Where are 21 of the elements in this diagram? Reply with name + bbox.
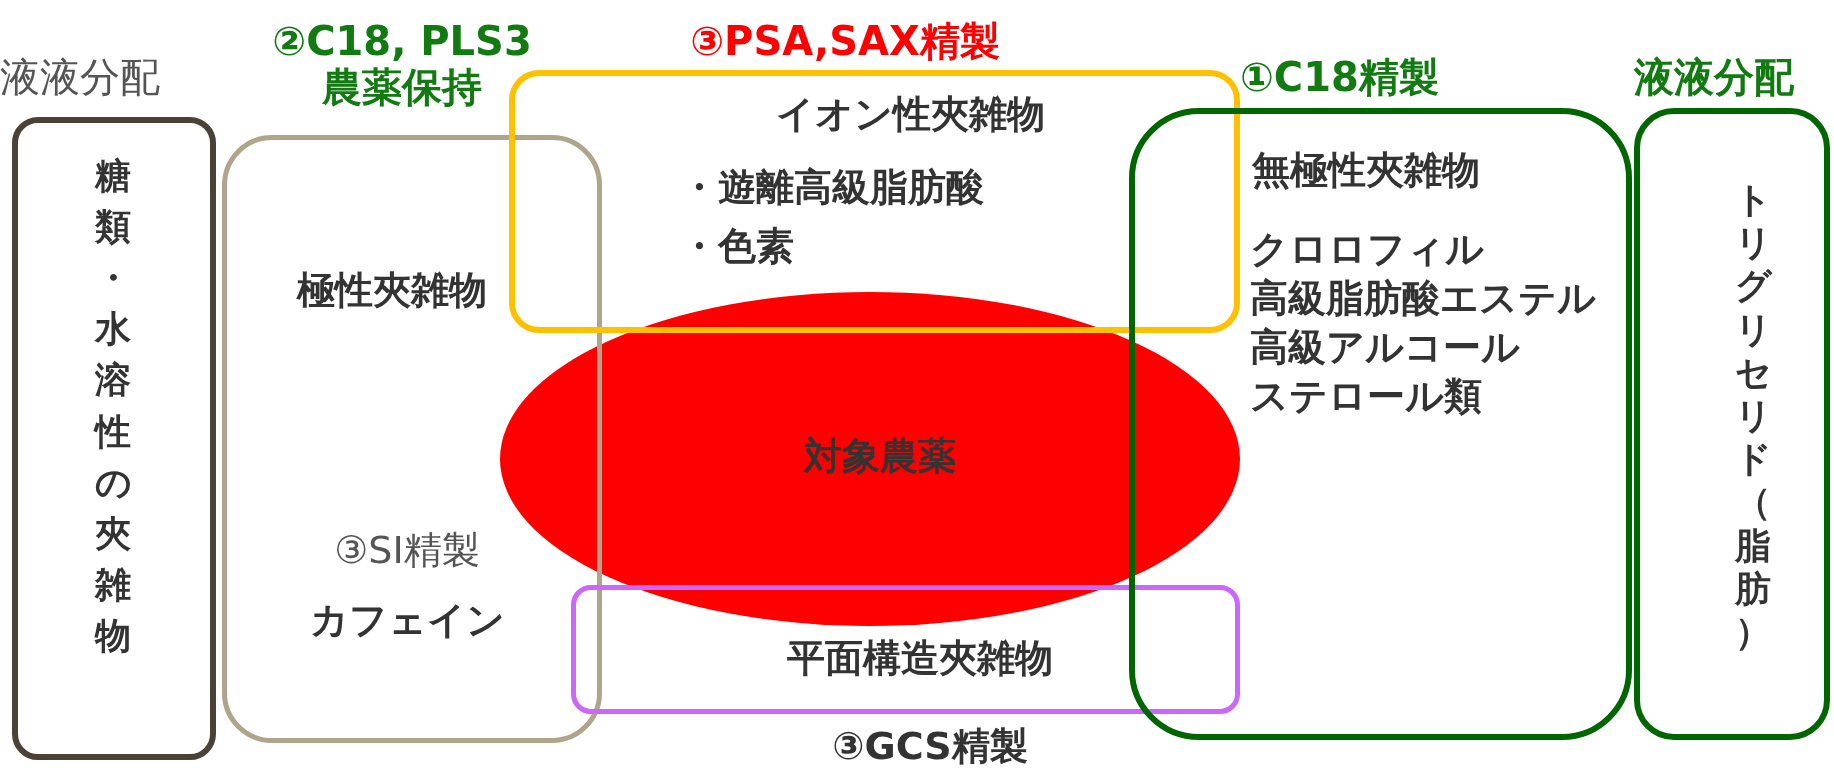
group-heading: 液液分配 — [0, 54, 160, 100]
list-item: クロロフィル — [1250, 226, 1484, 273]
list-item: ステロール類 — [1250, 373, 1482, 420]
list-item: 高級アルコール — [1250, 324, 1520, 371]
list-item: ・色素 — [680, 223, 794, 270]
vertical-label: トリグリセリド（脂肪） — [1735, 178, 1771, 654]
item-label: カフェイン — [309, 597, 505, 644]
group-heading: 液液分配 — [1634, 54, 1794, 100]
method-label: ③GCS精製 — [832, 724, 1028, 768]
group-title: イオン性夾雑物 — [775, 91, 1045, 138]
item-label: 平面構造夾雑物 — [787, 635, 1053, 682]
list-item: 高級脂肪酸エステル — [1250, 275, 1596, 322]
method-label: ③SI精製 — [334, 527, 480, 574]
group-heading: ③PSA,SAX精製 — [690, 18, 1000, 64]
group-title: 無極性夾雑物 — [1252, 147, 1480, 194]
item-label: 極性夾雑物 — [297, 267, 487, 314]
group-heading: ①C18精製 — [1240, 54, 1439, 100]
target-label: 対象農薬 — [804, 433, 956, 480]
list-item: ・遊離高級脂肪酸 — [680, 164, 984, 211]
vertical-label: 糖類・水溶性の夾雑物 — [95, 154, 131, 658]
group-heading: ②C18, PLS3 農薬保持 — [271, 18, 533, 110]
